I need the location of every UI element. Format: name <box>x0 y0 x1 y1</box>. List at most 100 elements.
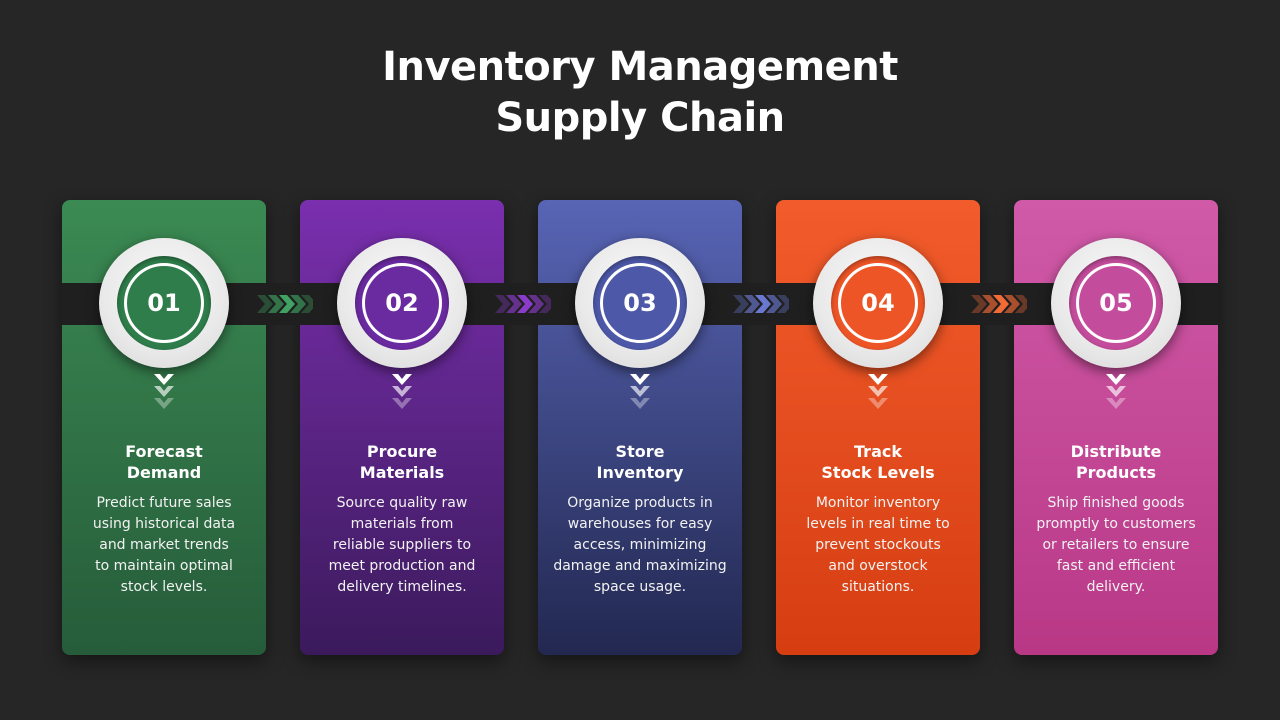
step-description-line: warehouses for easy <box>567 516 713 532</box>
step-description-3: Organize products in warehouses for easy a… <box>538 493 742 598</box>
chevron-right-icon <box>1004 295 1020 313</box>
chevron-right-icon <box>495 295 511 313</box>
step-title-line: Inventory <box>596 463 684 482</box>
step-number-inner-ring <box>600 263 680 343</box>
step-description-5: Ship finished goods promptly to customers… <box>1014 493 1218 598</box>
chevron-right-icon <box>993 295 1009 313</box>
step-number-badge-1: 01 <box>99 238 229 368</box>
step-description-line: to maintain optimal <box>95 558 233 574</box>
chevron-right-icon <box>755 295 771 313</box>
chevron-right-icon <box>744 295 760 313</box>
arrow-chevrons-icon <box>257 295 317 313</box>
arrow-chevrons-4-5 <box>967 292 1031 316</box>
down-chevrons-1 <box>153 372 175 418</box>
chevron-right-icon <box>982 295 998 313</box>
chevron-right-icon <box>506 295 522 313</box>
chevron-down-icon <box>630 374 650 385</box>
step-description-line: levels in real time to <box>806 516 950 532</box>
step-description-line: or retailers to ensure <box>1042 537 1190 553</box>
chevron-right-icon <box>268 295 284 313</box>
step-description-line: space usage. <box>593 579 687 595</box>
step-title-line: Store <box>615 442 665 461</box>
chevron-right-icon <box>517 295 533 313</box>
step-description-line: damage and maximizing <box>553 558 727 574</box>
arrow-chevrons-icon <box>495 295 555 313</box>
step-description-1: Predict future sales using historical dat… <box>62 493 266 598</box>
step-number: 01 <box>147 289 181 317</box>
step-description-line: Predict future sales <box>96 495 232 511</box>
page-title-line-1: Inventory Management <box>382 44 898 90</box>
chevron-right-icon <box>528 295 544 313</box>
step-description-line: access, minimizing <box>573 537 707 553</box>
chevron-down-icon <box>1106 374 1126 385</box>
step-title-line: Forecast <box>125 442 203 461</box>
chevron-down-icon <box>630 398 650 409</box>
step-number: 05 <box>1099 289 1133 317</box>
chevron-down-icon <box>630 374 650 409</box>
step-title-line: Track <box>854 442 902 461</box>
chevron-down-icon <box>154 374 174 409</box>
step-number-ring: 04 <box>831 256 925 350</box>
step-title-line: Materials <box>359 463 445 482</box>
step-title-line: Distribute <box>1070 442 1162 461</box>
step-description-line: promptly to customers <box>1036 516 1196 532</box>
chevron-down-icon <box>1106 386 1126 397</box>
chevron-down-icon <box>868 386 888 397</box>
step-description-line: and market trends <box>99 537 229 553</box>
step-description-line: situations. <box>841 579 915 595</box>
step-description-line: delivery timelines. <box>337 579 467 595</box>
chevron-down-icon <box>154 398 174 409</box>
step-title-line: Stock Levels <box>821 463 935 482</box>
chevron-right-icon <box>257 295 273 313</box>
step-number-inner-ring <box>1076 263 1156 343</box>
chevron-down-icon <box>868 374 888 409</box>
chevron-down-icon <box>392 374 412 385</box>
step-description-line: Source quality raw <box>336 495 468 511</box>
step-description-line: stock levels. <box>120 579 208 595</box>
step-description-line: fast and efficient <box>1056 558 1176 574</box>
step-number-ring: 05 <box>1069 256 1163 350</box>
chevron-down-icon <box>868 374 888 385</box>
step-description-line: Ship finished goods <box>1047 495 1185 511</box>
down-chevrons-4 <box>867 372 889 418</box>
chevron-right-icon <box>733 295 749 313</box>
step-description-line: meet production and <box>328 558 476 574</box>
step-number-badge-4: 04 <box>813 238 943 368</box>
step-number-ring: 03 <box>593 256 687 350</box>
arrow-chevrons-icon <box>733 295 793 313</box>
step-number-ring: 02 <box>355 256 449 350</box>
arrow-chevrons-3-4 <box>729 292 793 316</box>
down-chevrons-5 <box>1105 372 1127 418</box>
step-description-line: Organize products in <box>567 495 713 511</box>
step-description-line: and overstock <box>828 558 928 574</box>
chevron-right-icon <box>971 295 987 313</box>
arrow-chevrons-icon <box>971 295 1031 313</box>
step-number-badge-3: 03 <box>575 238 705 368</box>
step-number-inner-ring <box>362 263 442 343</box>
step-number: 02 <box>385 289 419 317</box>
step-number-badge-5: 05 <box>1051 238 1181 368</box>
chevron-right-icon <box>279 295 295 313</box>
chevron-down-icon <box>392 374 412 409</box>
chevron-down-icon <box>1106 374 1126 409</box>
step-description-line: Monitor inventory <box>815 495 941 511</box>
arrow-chevrons-1-2 <box>253 292 317 316</box>
down-chevrons-2 <box>391 372 413 418</box>
step-number-ring: 01 <box>117 256 211 350</box>
step-number-inner-ring <box>838 263 918 343</box>
step-number-badge-2: 02 <box>337 238 467 368</box>
page-title: Inventory Management Supply Chain <box>0 42 1280 144</box>
chevron-down-icon <box>1106 398 1126 409</box>
chevron-down-icon <box>868 398 888 409</box>
step-description-line: using historical data <box>92 516 236 532</box>
step-description-line: delivery. <box>1086 579 1146 595</box>
arrow-chevrons-2-3 <box>491 292 555 316</box>
step-title-line: Demand <box>126 463 202 482</box>
